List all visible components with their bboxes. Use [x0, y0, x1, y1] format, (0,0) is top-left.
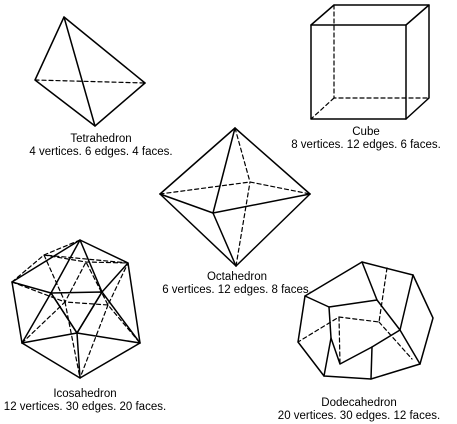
tetrahedron-label: Tetrahedron 4 vertices. 6 edges. 4 faces…	[8, 133, 194, 159]
solid-name: Dodecahedron	[321, 397, 397, 409]
icosahedron-figure	[11, 239, 141, 379]
dodecahedron-figure	[297, 261, 434, 380]
cube-figure	[310, 4, 430, 120]
solid-stats: 12 vertices. 30 edges. 20 faces.	[3, 401, 167, 413]
solid-stats: 8 vertices. 12 edges. 6 faces.	[291, 139, 441, 151]
solid-stats: 4 vertices. 6 edges. 4 faces.	[29, 146, 173, 158]
dodecahedron-label: Dodecahedron 20 vertices. 30 edges. 12 f…	[264, 397, 454, 423]
solid-name: Tetrahedron	[70, 133, 132, 145]
octahedron-label: Octahedron 6 vertices. 12 edges. 8 faces…	[147, 271, 327, 297]
icosahedron-label: Icosahedron 12 vertices. 30 edges. 20 fa…	[0, 388, 170, 414]
octahedron-figure	[159, 127, 311, 267]
solid-stats: 20 vertices. 30 edges. 12 faces.	[277, 410, 441, 422]
solid-stats: 6 vertices. 12 edges. 8 faces.	[162, 284, 312, 296]
solid-name: Icosahedron	[53, 388, 117, 400]
cube-label: Cube 8 vertices. 12 edges. 6 faces.	[277, 126, 455, 152]
solid-name: Cube	[352, 126, 380, 138]
tetrahedron-figure	[34, 16, 146, 127]
solid-name: Octahedron	[206, 271, 268, 283]
